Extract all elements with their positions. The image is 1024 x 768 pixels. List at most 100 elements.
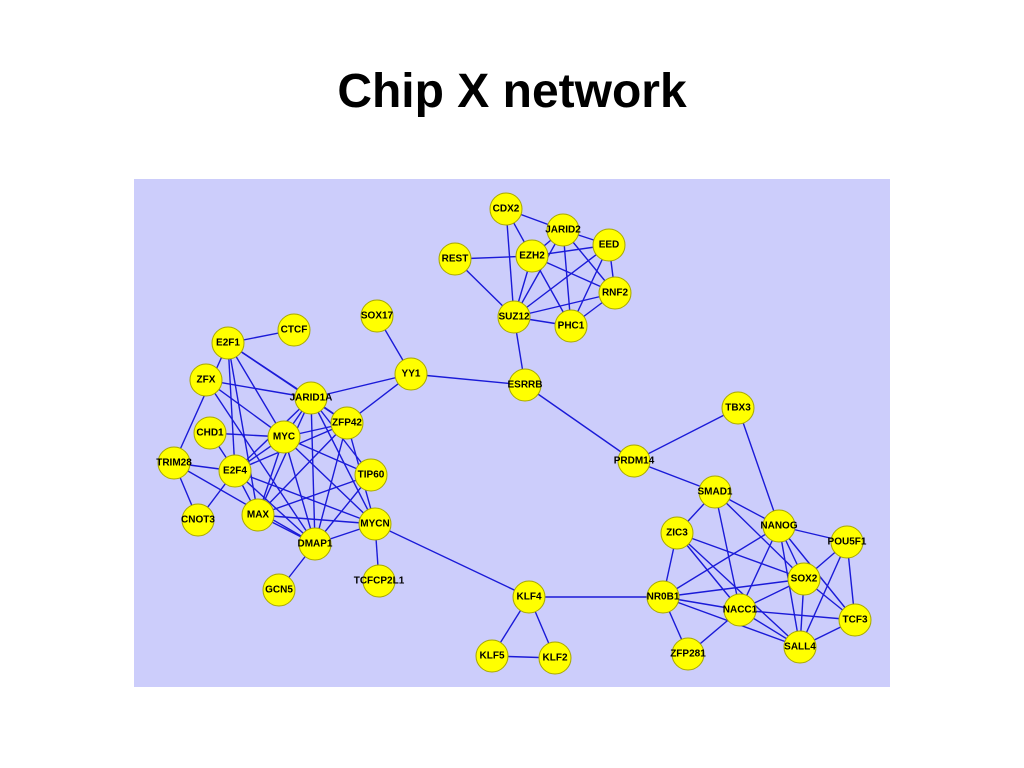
node-e2f1[interactable]: E2F1 — [211, 326, 245, 360]
node-label: EED — [599, 240, 620, 251]
node-rnf2[interactable]: RNF2 — [598, 276, 632, 310]
node-circle[interactable] — [181, 503, 215, 537]
node-circle[interactable] — [783, 630, 817, 664]
node-label: CDX2 — [493, 204, 520, 215]
node-circle[interactable] — [218, 454, 252, 488]
node-circle[interactable] — [489, 192, 523, 226]
node-cdx2[interactable]: CDX2 — [489, 192, 523, 226]
node-nanog[interactable]: NANOG — [760, 509, 798, 543]
node-circle[interactable] — [497, 300, 531, 334]
node-circle[interactable] — [354, 458, 388, 492]
node-tbx3[interactable]: TBX3 — [721, 391, 755, 425]
node-cnot3[interactable]: CNOT3 — [181, 503, 215, 537]
node-circle[interactable] — [598, 276, 632, 310]
node-circle[interactable] — [294, 381, 328, 415]
node-klf5[interactable]: KLF5 — [475, 639, 509, 673]
node-e2f4[interactable]: E2F4 — [218, 454, 252, 488]
node-circle[interactable] — [267, 420, 301, 454]
node-klf4[interactable]: KLF4 — [512, 580, 546, 614]
node-circle[interactable] — [787, 562, 821, 596]
node-circle[interactable] — [660, 516, 694, 550]
node-circle[interactable] — [646, 580, 680, 614]
node-circle[interactable] — [157, 446, 191, 480]
node-circle[interactable] — [546, 213, 580, 247]
node-zfp42[interactable]: ZFP42 — [330, 406, 364, 440]
edge-e2f1-myc — [227, 342, 285, 438]
node-circle[interactable] — [762, 509, 796, 543]
node-label: JARID1A — [290, 393, 333, 404]
node-esrrb[interactable]: ESRRB — [507, 368, 543, 402]
node-suz12[interactable]: SUZ12 — [497, 300, 531, 334]
node-label: E2F1 — [216, 338, 240, 349]
node-circle[interactable] — [838, 603, 872, 637]
node-ctcf[interactable]: CTCF — [277, 313, 311, 347]
node-pou5f1[interactable]: POU5F1 — [828, 525, 867, 559]
node-circle[interactable] — [189, 363, 223, 397]
edge-nacc1-tcf3 — [739, 609, 856, 621]
node-smad1[interactable]: SMAD1 — [697, 475, 733, 509]
node-zfx[interactable]: ZFX — [189, 363, 223, 397]
node-circle[interactable] — [298, 527, 332, 561]
node-zfp281[interactable]: ZFP281 — [670, 637, 706, 671]
node-circle[interactable] — [617, 444, 651, 478]
node-circle[interactable] — [830, 525, 864, 559]
edge-yy1-esrrb — [410, 373, 526, 386]
node-prdm14[interactable]: PRDM14 — [614, 444, 655, 478]
node-circle[interactable] — [193, 416, 227, 450]
node-circle[interactable] — [538, 641, 572, 675]
node-circle[interactable] — [671, 637, 705, 671]
node-label: SOX17 — [361, 311, 394, 322]
node-tcfcp2l1[interactable]: TCFCP2L1 — [354, 564, 405, 598]
node-circle[interactable] — [277, 313, 311, 347]
node-circle[interactable] — [475, 639, 509, 673]
node-circle[interactable] — [438, 242, 472, 276]
node-circle[interactable] — [592, 228, 626, 262]
node-nr0b1[interactable]: NR0B1 — [646, 580, 680, 614]
node-sall4[interactable]: SALL4 — [783, 630, 817, 664]
node-phc1[interactable]: PHC1 — [554, 309, 588, 343]
node-jarid1a[interactable]: JARID1A — [290, 381, 333, 415]
node-circle[interactable] — [330, 406, 364, 440]
node-circle[interactable] — [362, 564, 396, 598]
node-circle[interactable] — [211, 326, 245, 360]
node-jarid2[interactable]: JARID2 — [545, 213, 581, 247]
node-rest[interactable]: REST — [438, 242, 472, 276]
node-trim28[interactable]: TRIM28 — [156, 446, 192, 480]
node-sox2[interactable]: SOX2 — [787, 562, 821, 596]
node-sox17[interactable]: SOX17 — [360, 299, 394, 333]
node-circle[interactable] — [358, 507, 392, 541]
node-zic3[interactable]: ZIC3 — [660, 516, 694, 550]
node-label: KLF4 — [517, 592, 542, 603]
node-circle[interactable] — [515, 239, 549, 273]
node-tcf3[interactable]: TCF3 — [838, 603, 872, 637]
node-chd1[interactable]: CHD1 — [193, 416, 227, 450]
node-circle[interactable] — [554, 309, 588, 343]
node-circle[interactable] — [262, 573, 296, 607]
node-circle[interactable] — [360, 299, 394, 333]
node-circle[interactable] — [721, 391, 755, 425]
node-max[interactable]: MAX — [241, 498, 275, 532]
node-nacc1[interactable]: NACC1 — [723, 593, 758, 627]
node-label: SUZ12 — [498, 312, 530, 323]
edge-yy1-jarid1a — [310, 373, 412, 399]
node-circle[interactable] — [723, 593, 757, 627]
edge-trim28-dmap1 — [173, 462, 316, 545]
node-dmap1[interactable]: DMAP1 — [297, 527, 333, 561]
node-gcn5[interactable]: GCN5 — [262, 573, 296, 607]
edge-max-mycn — [257, 514, 376, 525]
node-eed[interactable]: EED — [592, 228, 626, 262]
node-label: CHD1 — [196, 428, 224, 439]
node-myc[interactable]: MYC — [267, 420, 301, 454]
node-circle[interactable] — [508, 368, 542, 402]
node-klf2[interactable]: KLF2 — [538, 641, 572, 675]
node-yy1[interactable]: YY1 — [394, 357, 428, 391]
node-circle[interactable] — [698, 475, 732, 509]
edge-cdx2-suz12 — [505, 208, 515, 318]
node-mycn[interactable]: MYCN — [358, 507, 392, 541]
node-tip60[interactable]: TIP60 — [354, 458, 388, 492]
node-circle[interactable] — [241, 498, 275, 532]
node-circle[interactable] — [394, 357, 428, 391]
edge-e2f1-e2f4 — [227, 342, 236, 472]
node-circle[interactable] — [512, 580, 546, 614]
node-ezh2[interactable]: EZH2 — [515, 239, 549, 273]
